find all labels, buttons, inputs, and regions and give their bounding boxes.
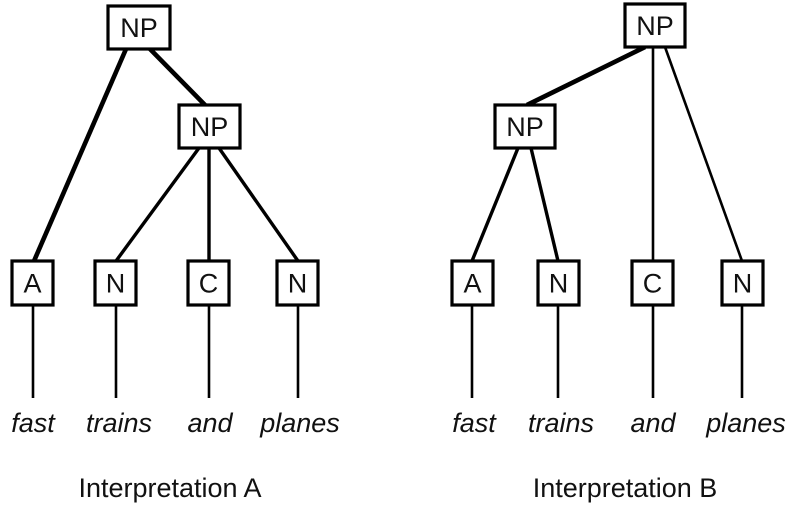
node-a-pos-c[interactable]: C bbox=[186, 259, 231, 307]
leaf-word: trains bbox=[86, 408, 152, 438]
tree-a-leaf-stems bbox=[31, 305, 300, 398]
tree-edge bbox=[663, 46, 744, 262]
tree-edge bbox=[31, 48, 129, 262]
node-box bbox=[10, 259, 55, 307]
tree-edge bbox=[114, 146, 201, 263]
tree-a-edges bbox=[31, 47, 300, 263]
node-a-pos-n1[interactable]: N bbox=[93, 259, 138, 307]
node-b-pos-n2[interactable]: N bbox=[720, 259, 765, 307]
node-box bbox=[93, 259, 138, 307]
tree-edge bbox=[217, 147, 300, 262]
node-box bbox=[493, 103, 557, 150]
node-label: NP bbox=[120, 13, 158, 43]
node-b-pos-n1[interactable]: N bbox=[536, 259, 581, 307]
node-label: A bbox=[23, 269, 41, 299]
node-box bbox=[536, 259, 581, 307]
node-box bbox=[106, 4, 172, 51]
node-b-pos-c[interactable]: C bbox=[630, 259, 675, 307]
node-b-pos-a[interactable]: A bbox=[450, 259, 495, 307]
tree-b-words: fast trains and planes bbox=[452, 408, 786, 438]
node-box bbox=[623, 2, 687, 49]
node-box bbox=[720, 259, 765, 307]
node-box bbox=[450, 259, 495, 307]
node-label: C bbox=[199, 269, 219, 299]
tree-edge bbox=[525, 44, 647, 108]
node-label: N bbox=[733, 269, 753, 299]
node-b-np-2[interactable]: NP bbox=[493, 103, 557, 150]
node-a-pos-n2[interactable]: N bbox=[275, 259, 320, 307]
tree-edge bbox=[529, 147, 560, 262]
node-label: C bbox=[643, 269, 663, 299]
tree-b-nodes: NP NP A N C N bbox=[450, 2, 765, 307]
leaf-word: planes bbox=[259, 408, 340, 438]
node-label: N bbox=[106, 269, 126, 299]
tree-b-leaf-stems bbox=[470, 305, 744, 398]
tree-caption: Interpretation B bbox=[533, 473, 718, 503]
node-a-np-2[interactable]: NP bbox=[177, 103, 242, 150]
node-label: NP bbox=[506, 112, 544, 142]
node-label: N bbox=[549, 269, 569, 299]
tree-b-edges bbox=[470, 44, 744, 262]
node-label: A bbox=[463, 269, 481, 299]
leaf-word: trains bbox=[528, 408, 594, 438]
leaf-word: fast bbox=[452, 408, 497, 438]
tree-a-words: fast trains and planes bbox=[11, 408, 340, 438]
node-box bbox=[186, 259, 231, 307]
leaf-word: fast bbox=[11, 408, 56, 438]
node-label: NP bbox=[636, 11, 674, 41]
node-label: NP bbox=[191, 112, 229, 142]
tree-edge bbox=[148, 47, 207, 107]
node-box bbox=[630, 259, 675, 307]
node-label: N bbox=[288, 269, 308, 299]
node-b-np-root[interactable]: NP bbox=[623, 2, 687, 49]
tree-a-nodes: NP NP A N C N bbox=[10, 4, 320, 307]
node-box bbox=[275, 259, 320, 307]
node-box bbox=[177, 103, 242, 150]
node-a-pos-a[interactable]: A bbox=[10, 259, 55, 307]
leaf-word: planes bbox=[705, 408, 786, 438]
leaf-word: and bbox=[630, 408, 676, 438]
tree-caption: Interpretation A bbox=[78, 473, 261, 503]
tree-edge bbox=[470, 147, 520, 262]
node-a-np-root[interactable]: NP bbox=[106, 4, 172, 51]
leaf-word: and bbox=[187, 408, 233, 438]
